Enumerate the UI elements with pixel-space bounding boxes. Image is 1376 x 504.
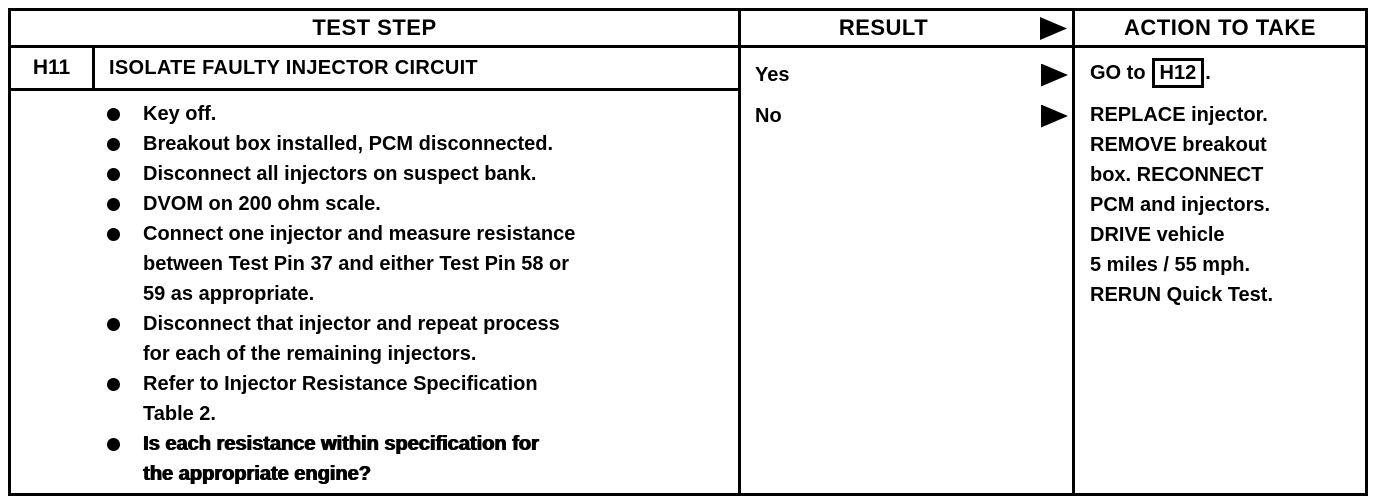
bullet-dot-icon xyxy=(107,228,120,241)
step-heading-row: H11 ISOLATE FAULTY INJECTOR CIRCUIT xyxy=(11,48,738,91)
result-yes-arrow-icon xyxy=(1041,63,1068,87)
action-no: REPLACE injector. REMOVE breakout box. R… xyxy=(1090,104,1273,306)
column-result: RESULT Yes No xyxy=(741,11,1075,493)
result-no-label: No xyxy=(755,104,782,127)
list-item: Refer to Injector Resistance Specificati… xyxy=(11,369,738,429)
bullet-text: DVOM on 200 ohm scale. xyxy=(143,193,381,215)
action-yes-suffix: . xyxy=(1205,62,1211,84)
bullet-dot-icon xyxy=(107,438,120,451)
result-header-arrow-icon xyxy=(1040,17,1067,40)
result-row-no: No xyxy=(741,101,1072,131)
bullet-dot-icon xyxy=(107,168,120,181)
bullet-dot-icon xyxy=(107,318,120,331)
bullet-dot-icon xyxy=(107,378,120,391)
bullet-text: Refer to Injector Resistance Specificati… xyxy=(143,373,538,425)
bullet-text: Connect one injector and measure resista… xyxy=(143,223,576,305)
column-test-step: TEST STEP H11 ISOLATE FAULTY INJECTOR CI… xyxy=(11,11,741,493)
action-header-label: ACTION TO TAKE xyxy=(1124,15,1316,40)
list-item: Key off. xyxy=(11,99,738,129)
bullet-text: Is each resistance within specification … xyxy=(143,433,539,485)
step-reference-box: H12 xyxy=(1151,58,1205,88)
test-step-header-label: TEST STEP xyxy=(312,15,437,40)
bullet-text: Key off. xyxy=(143,103,217,125)
action-yes-prefix: GO to xyxy=(1090,62,1146,84)
result-yes-label: Yes xyxy=(755,63,790,86)
action-header-cell: ACTION TO TAKE xyxy=(1075,11,1365,48)
bullet-text: Disconnect that injector and repeat proc… xyxy=(143,313,560,365)
list-item: Disconnect that injector and repeat proc… xyxy=(11,309,738,369)
bullet-dot-icon xyxy=(107,138,120,151)
bullet-text: Breakout box installed, PCM disconnected… xyxy=(143,133,554,155)
result-header-cell: RESULT xyxy=(741,11,1072,48)
list-item: Is each resistance within specification … xyxy=(11,429,738,489)
result-row-yes: Yes xyxy=(741,60,1072,90)
list-item: Disconnect all injectors on suspect bank… xyxy=(11,159,738,189)
test-step-header-cell: TEST STEP xyxy=(11,11,738,48)
step-title: ISOLATE FAULTY INJECTOR CIRCUIT xyxy=(109,56,478,79)
step-id-cell: H11 xyxy=(11,48,95,88)
bullet-dot-icon xyxy=(107,108,120,121)
result-header-label: RESULT xyxy=(838,15,929,40)
bullet-text: Disconnect all injectors on suspect bank… xyxy=(143,163,537,185)
list-item: Connect one injector and measure resista… xyxy=(11,219,738,309)
test-step-bullets: Key off. Breakout box installed, PCM disc… xyxy=(11,99,738,489)
result-body: Yes No xyxy=(741,48,1072,131)
bullet-dot-icon xyxy=(107,198,120,211)
pinpoint-test-table: TEST STEP H11 ISOLATE FAULTY INJECTOR CI… xyxy=(8,8,1368,496)
list-item: Breakout box installed, PCM disconnected… xyxy=(11,129,738,159)
list-item: DVOM on 200 ohm scale. xyxy=(11,189,738,219)
result-no-arrow-icon xyxy=(1041,104,1068,128)
